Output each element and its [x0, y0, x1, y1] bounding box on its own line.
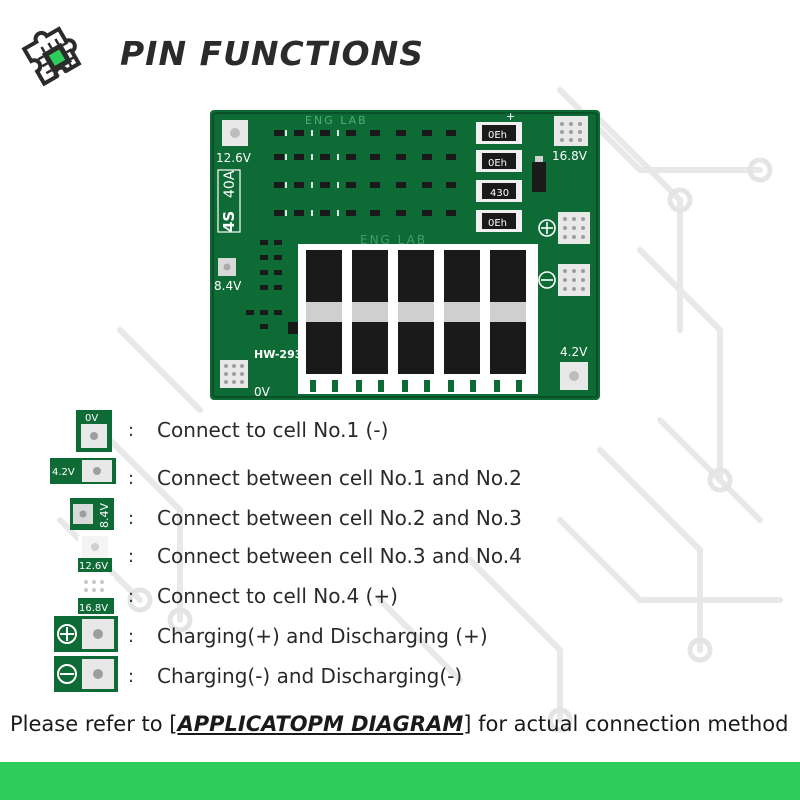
shunt-resistor-2: 0Eh [476, 150, 522, 172]
minus-symbol-icon [538, 271, 556, 289]
legend-colon: : [128, 468, 135, 489]
shunt-resistor-3: 430 [476, 180, 522, 202]
pad-16v8-icon: 16.8V [78, 576, 114, 614]
bms-pcb-board: ENG LAB ENG LAB 12.6V 4S 40A 8.4V 0V HW-… [210, 110, 600, 400]
board-watermark-top: ENG LAB [305, 114, 368, 127]
label-40a: 40A [222, 170, 238, 198]
legend-text: Charging(-) and Discharging(-) [157, 664, 463, 688]
label-12v6: 12.6V [216, 151, 252, 165]
label-4s: 4S [220, 211, 238, 232]
legend-text: Connect between cell No.2 and No.3 [157, 506, 522, 530]
svg-text:0V: 0V [85, 413, 98, 424]
legend-row-4v2: 4.2V : Connect between cell No.1 and No.… [0, 458, 800, 498]
legend-colon: : [128, 546, 135, 567]
application-diagram-link[interactable]: APPLICATOPM DIAGRAM [177, 712, 464, 736]
legend-text: Charging(+) and Discharging (+) [157, 624, 488, 648]
puzzle-chip-logo-icon [21, 26, 82, 87]
label-model: HW-293 [254, 348, 302, 361]
pad-minus-icon [54, 656, 118, 692]
label-0v: 0V [254, 385, 271, 399]
pad-plus-icon [54, 616, 118, 652]
svg-text:8.4V: 8.4V [98, 503, 111, 528]
svg-text:0Eh: 0Eh [488, 130, 507, 141]
plus-symbol-icon [538, 219, 556, 237]
label-plus-top: + [506, 110, 515, 123]
svg-text:0Eh: 0Eh [488, 158, 507, 169]
shunt-resistor-4: 0Eh [476, 210, 522, 232]
legend-colon: : [128, 508, 135, 529]
legend-text: Connect to cell No.4 (+) [157, 584, 398, 608]
pad-8v4-icon: 8.4V [70, 498, 114, 530]
label-16v8: 16.8V [552, 149, 588, 163]
legend-colon: : [128, 666, 135, 687]
legend-colon: : [128, 586, 135, 607]
minus-circle-icon [57, 664, 77, 684]
label-8v4: 8.4V [214, 279, 242, 293]
legend-row-minus: : Charging(-) and Discharging(-) [0, 656, 800, 696]
svg-text:0Eh: 0Eh [488, 218, 507, 229]
legend-text: Connect between cell No.1 and No.2 [157, 466, 522, 490]
footer-prefix: Please refer to [ [10, 712, 178, 736]
legend-row-16v8: 16.8V : Connect to cell No.4 (+) [0, 576, 800, 616]
legend-row-0v: 0V : Connect to cell No.1 (-) [0, 410, 800, 452]
legend-row-8v4: 8.4V : Connect between cell No.2 and No.… [0, 498, 800, 538]
legend-row-plus: : Charging(+) and Discharging (+) [0, 616, 800, 656]
pad-0v-icon: 0V [76, 410, 112, 452]
footer-accent-bar [0, 762, 800, 800]
svg-text:16.8V: 16.8V [79, 603, 108, 614]
svg-text:430: 430 [490, 188, 509, 199]
plus-circle-icon [57, 624, 77, 644]
svg-text:12.6V: 12.6V [79, 561, 108, 572]
legend-colon: : [128, 420, 135, 441]
board-watermark-mid: ENG LAB [360, 233, 427, 247]
legend-text: Connect to cell No.1 (-) [157, 418, 389, 442]
footer-note: Please refer to [APPLICATOPM DIAGRAM] fo… [10, 712, 788, 736]
legend-row-12v6: 12.6V : Connect between cell No.3 and No… [0, 536, 800, 576]
svg-text:4.2V: 4.2V [52, 467, 75, 478]
page-title: PIN FUNCTIONS [120, 34, 424, 73]
shunt-resistor-1: 0Eh [476, 122, 522, 144]
label-4v2: 4.2V [560, 345, 588, 359]
pad-4v2-icon: 4.2V [50, 458, 116, 484]
legend-text: Connect between cell No.3 and No.4 [157, 544, 522, 568]
pad-12v6-icon: 12.6V [78, 536, 112, 572]
footer-suffix: ] for actual connection method [463, 712, 789, 736]
legend-colon: : [128, 626, 135, 647]
